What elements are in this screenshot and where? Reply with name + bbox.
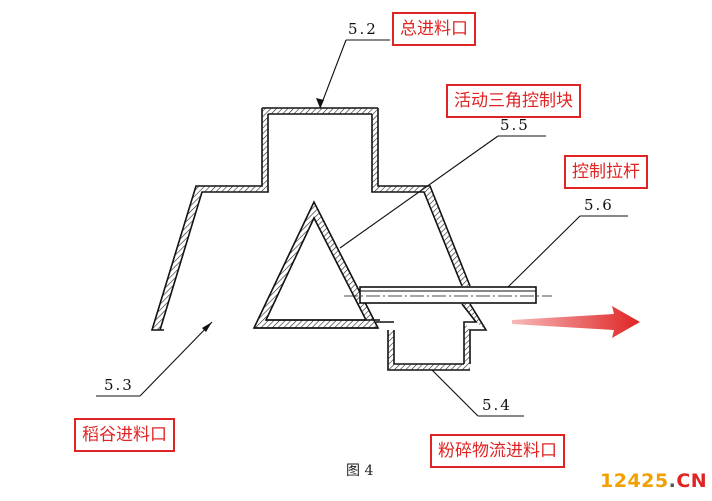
figure-caption: 图 4 bbox=[346, 463, 374, 479]
callout-crushed-inlet: 粉碎物流进料口 bbox=[430, 434, 565, 468]
watermark-dot: . bbox=[668, 470, 677, 492]
watermark-number: 12425 bbox=[600, 470, 669, 492]
leader-arrowheads bbox=[202, 98, 324, 332]
leader-lines bbox=[96, 39, 628, 417]
label-number-5-6: 5.6 bbox=[584, 196, 614, 214]
label-number-5-5: 5.5 bbox=[500, 116, 530, 134]
control-pull-rod bbox=[344, 286, 552, 304]
label-number-5-4: 5.4 bbox=[482, 396, 512, 414]
label-number-5-3: 5.3 bbox=[104, 376, 134, 394]
callout-triangle-block: 活动三角控制块 bbox=[446, 84, 581, 118]
callout-pull-rod: 控制拉杆 bbox=[564, 155, 648, 189]
watermark-cn: CN bbox=[676, 470, 708, 492]
watermark-logo: 12425.CN bbox=[600, 470, 707, 492]
pull-direction-arrow bbox=[512, 306, 640, 338]
callout-rice-inlet: 稻谷进料口 bbox=[74, 418, 175, 452]
triangle-control-block bbox=[252, 200, 380, 329]
callout-total-inlet: 总进料口 bbox=[392, 12, 476, 46]
label-number-5-2: 5.2 bbox=[348, 20, 378, 38]
wall-hatching bbox=[152, 108, 486, 370]
